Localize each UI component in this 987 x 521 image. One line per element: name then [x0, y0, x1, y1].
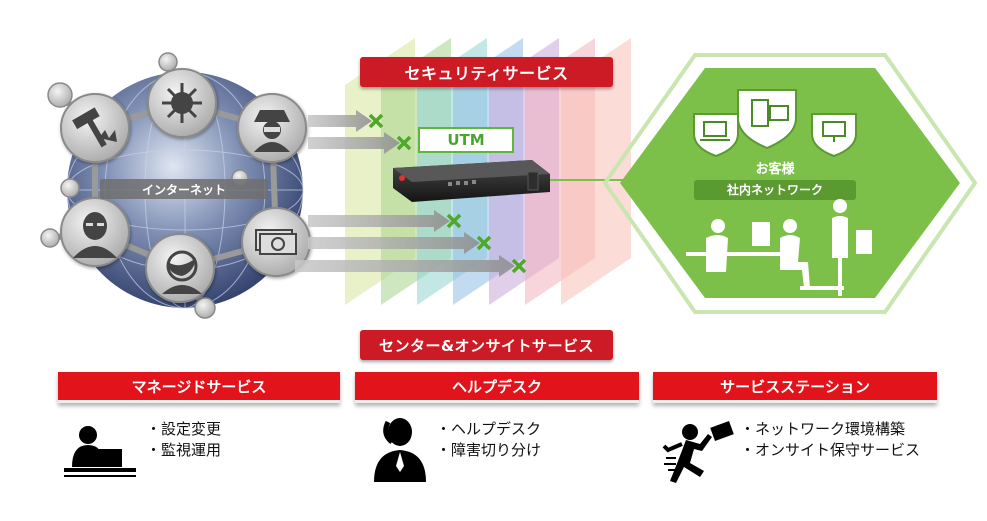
list-item: ・オンサイト保守サービス [740, 441, 921, 459]
blocked-x-icon [368, 113, 384, 129]
service-station-bar: サービスステーション [653, 372, 937, 403]
virus-icon [147, 68, 217, 138]
list-item: ・設定変更 [146, 420, 222, 438]
attack-arrow-3 [308, 210, 462, 232]
spy-icon [237, 93, 307, 163]
managed-service-bar: マネージドサービス [58, 372, 340, 403]
running-technician-icon [662, 421, 734, 483]
helpdesk-title: ヘルプデスク [451, 377, 542, 396]
money-icon [241, 207, 311, 277]
security-layer-7 [561, 38, 631, 305]
list-item: ・ネットワーク環境構築 [740, 420, 906, 438]
masked-attacker-icon [60, 197, 130, 267]
blocked-x-icon [511, 258, 527, 274]
security-service-title: セキュリティサービス [404, 64, 569, 83]
utm-device [393, 160, 550, 202]
internet-label-text: インターネット [141, 182, 226, 197]
blocked-x-icon [396, 135, 412, 151]
managed-service-items: ・設定変更 ・監視運用 [146, 419, 221, 461]
customer-hexagon [602, 53, 978, 314]
center-onsite-banner: センター&オンサイトサービス [360, 330, 613, 360]
helpdesk-items: ・ヘルプデスク ・障害切り分け [436, 419, 541, 461]
phone-support-icon [374, 418, 426, 482]
attack-arrows [295, 110, 527, 277]
blocked-x-icon [446, 213, 462, 229]
customer-label: お客様 [755, 162, 795, 177]
center-onsite-title: センター&オンサイトサービス [378, 336, 595, 355]
threat-icons [60, 68, 311, 303]
list-item: ・ヘルプデスク [436, 420, 542, 438]
hacker-hammer-icon [60, 93, 130, 163]
helpdesk-bar: ヘルプデスク [355, 372, 639, 403]
list-item: ・監視運用 [146, 441, 222, 459]
managed-service-title: マネージドサービス [131, 377, 267, 396]
attack-arrow-4 [308, 232, 492, 254]
security-service-banner: セキュリティサービス [360, 57, 613, 87]
utm-label-box: UTM [418, 127, 514, 153]
disguise-icon [145, 233, 215, 303]
service-station-items: ・ネットワーク環境構築 ・オンサイト保守サービス [740, 419, 920, 461]
attack-arrow-1 [308, 110, 384, 132]
attack-arrow-5 [295, 255, 527, 277]
attack-arrow-2 [308, 132, 412, 154]
list-item: ・障害切り分け [436, 441, 542, 459]
internet-label: インターネット [100, 179, 268, 199]
blocked-x-icon [476, 235, 492, 251]
operator-at-desk-icon [64, 426, 136, 477]
utm-label: UTM [447, 131, 485, 149]
service-station-title: サービスステーション [720, 377, 870, 396]
network-label: 社内ネットワーク [726, 183, 823, 197]
